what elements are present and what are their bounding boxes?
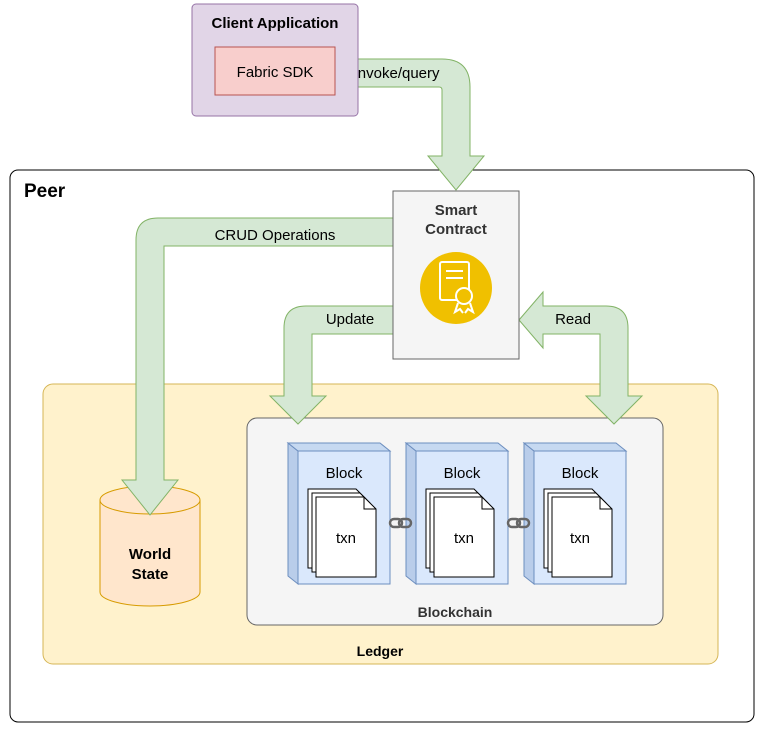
block-3-label: Block (562, 465, 599, 482)
block-3: Block txn (522, 441, 628, 586)
invoke-arrow (335, 58, 486, 191)
fabric-sdk-box (214, 46, 336, 96)
blockchain-title: Blockchain (418, 604, 493, 620)
read-arrow (518, 290, 644, 425)
block-1: Block txn (286, 441, 392, 586)
chain-link-icon (506, 517, 531, 529)
block-2: Block txn (404, 441, 510, 586)
fabric-sdk-label: Fabric SDK (237, 64, 314, 81)
block-2-txn: txn (454, 530, 474, 547)
chain-link-icon (388, 517, 413, 529)
world-state-line1: World (129, 546, 171, 563)
contract-line2: Contract (425, 221, 487, 238)
update-label: Update (326, 311, 374, 328)
read-label: Read (555, 311, 591, 328)
block-3-txn: txn (570, 530, 590, 547)
certificate-icon (420, 252, 492, 324)
txn-doc-icon (543, 488, 613, 578)
contract-line1: Smart (435, 202, 478, 219)
crud-arrow (120, 217, 394, 516)
invoke-label: invoke/query (354, 65, 440, 82)
world-state-line2: State (132, 566, 169, 583)
ledger-title: Ledger (357, 643, 404, 659)
block-1-label: Block (326, 465, 363, 482)
crud-label: CRUD Operations (215, 227, 336, 244)
block-1-txn: txn (336, 530, 356, 547)
txn-doc-icon (307, 488, 377, 578)
txn-doc-icon (425, 488, 495, 578)
client-title: Client Application (212, 15, 339, 32)
peer-title: Peer (24, 181, 66, 202)
block-2-label: Block (444, 465, 481, 482)
update-arrow (268, 305, 394, 425)
